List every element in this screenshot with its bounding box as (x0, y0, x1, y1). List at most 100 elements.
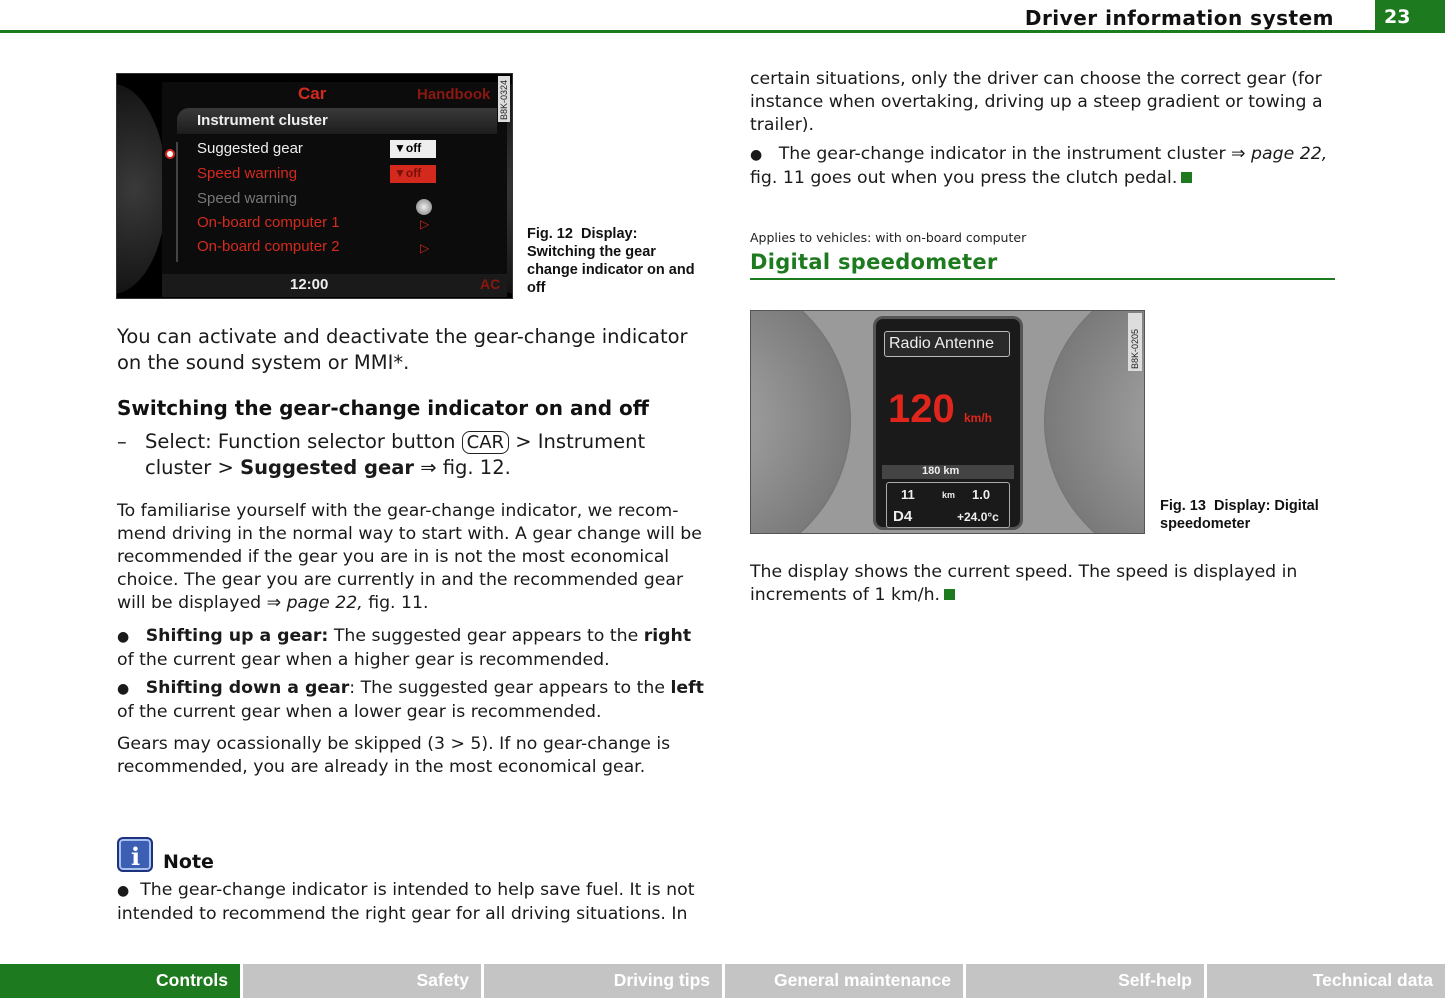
figure-12-caption: Fig. 12 Display: Switching the gear chan… (527, 225, 707, 297)
menu-status-bar: 12:00 AC (162, 274, 507, 297)
section-title-digital-speedometer: Digital speedometer (750, 250, 998, 274)
step-prefix: Select: Function selector button (145, 430, 456, 453)
step-ref: ⇒ fig. 12. (420, 456, 511, 479)
menu-item-suggested-gear: Suggested gear (197, 140, 303, 157)
intro-paragraph: You can activate and deactivate the gear… (117, 325, 688, 374)
figure-code-strip: B8K-0324 (498, 76, 510, 122)
footer-tab-self-help[interactable]: Self-help (966, 964, 1204, 998)
subheading-switching: Switching the gear-change indicator on a… (117, 396, 649, 420)
trip-unit: km (942, 490, 956, 500)
radio-station-label: Radio Antenne (884, 331, 1010, 357)
bullet-icon-2: ● (117, 681, 130, 697)
clutch-text-a: The gear-change indicator in the instrum… (778, 144, 1246, 164)
skip-paragraph: Gears may ocassionally be skipped (3 > 5… (117, 734, 671, 777)
menu-heading: Instrument cluster (197, 112, 328, 129)
arrow-right-icon: ▷ (420, 217, 430, 231)
gear-indicator: D4 (893, 508, 913, 525)
step-instruction: Select: Function selector button CAR > I… (145, 429, 685, 481)
toggle-suggested-gear: ▼off (390, 140, 436, 158)
right-continued-paragraph: certain situations, only the driver can … (750, 69, 1323, 135)
note-text: ● The gear-change indicator is intended … (117, 879, 707, 926)
bullet-shift-down: ● Shifting down a gear: The suggested ge… (117, 677, 707, 724)
odometer: 180 km (882, 465, 1014, 479)
b1-text-b: of the current gear when a higher gear i… (117, 650, 610, 670)
trip-value-a: 11 (901, 487, 915, 502)
figure-13-speedometer-photo: Radio Antenne 120 km/h 180 km 11 km 1.0 … (750, 310, 1145, 534)
footer-chapter-nav: Controls Safety Driving tips General mai… (0, 964, 1445, 998)
footer-tab-general-maintenance[interactable]: General maintenance (725, 964, 963, 998)
bullet-shift-up: ● Shifting up a gear: The suggested gear… (117, 625, 707, 672)
applies-to-note: Applies to vehicles: with on-board compu… (750, 230, 1027, 245)
bullet-clutch: ● The gear-change indicator in the instr… (750, 143, 1340, 190)
menu-selector-dot (165, 149, 175, 159)
car-key-button: CAR (461, 431, 510, 454)
speed-paragraph-text: The display shows the current speed. The… (750, 562, 1298, 605)
note-title: Note (163, 851, 214, 873)
end-mark-icon-2 (944, 589, 956, 600)
trip-info-box: 11 km 1.0 D4 +24.0°c (886, 482, 1010, 528)
menu-handbook-label: Handbook (417, 86, 491, 103)
b1-bold: Shifting up a gear: (145, 626, 329, 646)
figure-13-caption-text: Display: Digital speedometer (1160, 498, 1319, 532)
menu-rail (176, 142, 178, 262)
cluster-display: Radio Antenne 120 km/h 180 km 11 km 1.0 … (873, 316, 1023, 530)
clutch-page-ref: page 22, (1251, 144, 1328, 164)
info-icon-glyph: i (131, 842, 141, 871)
footer-tab-controls[interactable]: Controls (0, 964, 240, 998)
b2-bold: Shifting down a gear (145, 678, 350, 698)
figure-12-caption-text: Display: Switching the gear change indic… (527, 226, 695, 296)
page-number: 23 (1375, 0, 1445, 33)
menu-clock: 12:00 (290, 276, 329, 293)
menu-heading-bar: Instrument cluster (177, 108, 497, 134)
figure-code-strip-2: B8K-0205 (1128, 313, 1142, 371)
figure-12-label: Fig. 12 (527, 226, 573, 242)
bullet-icon-3: ● (117, 883, 130, 899)
header-rule (0, 30, 1445, 33)
b2-bold-left: left (670, 678, 704, 698)
step-mid: > Instrument cluster > (145, 430, 646, 479)
toggle-label-2: off (405, 166, 422, 180)
bullet-icon-4: ● (750, 147, 763, 163)
figure-13-code: B8K-0205 (1130, 328, 1140, 369)
footer-tab-technical-data[interactable]: Technical data (1207, 964, 1445, 998)
b2-text-b: of the current gear when a lower gear is… (117, 702, 602, 722)
para1-fig-ref: fig. 11. (368, 593, 429, 613)
para1-text: To familiarise yourself with the gear-ch… (117, 501, 702, 613)
footer-tab-safety[interactable]: Safety (243, 964, 481, 998)
toggle-speed-warning: ▼off (390, 165, 436, 183)
figure-13-caption: Fig. 13 Display: Digital speedometer (1160, 497, 1345, 533)
running-header-title: Driver information system (1024, 6, 1334, 30)
figure-12-code: B8K-0324 (499, 79, 509, 120)
b2-text-a: : The suggested gear appears to the (349, 678, 665, 698)
menu-item-onboard-computer-1: On-board computer 1 (197, 214, 340, 231)
menu-item-speed-warning-2: Speed warning (197, 190, 298, 207)
menu-ac-label: AC (480, 276, 501, 292)
footer-tab-driving-tips[interactable]: Driving tips (484, 964, 722, 998)
speed-paragraph: The display shows the current speed. The… (750, 561, 1340, 607)
end-mark-icon (1181, 172, 1193, 183)
arrow-right-icon-2: ▷ (420, 241, 430, 255)
menu-item-onboard-computer-2: On-board computer 2 (197, 238, 340, 255)
bezel-left (117, 84, 167, 294)
para1-page-ref: page 22, (286, 593, 363, 613)
dial-left (751, 311, 851, 533)
step-bold: Suggested gear (240, 456, 414, 479)
trip-value-b: 1.0 (972, 487, 991, 502)
figure-13-label: Fig. 13 (1160, 498, 1206, 514)
menu-car-title: Car (298, 84, 327, 103)
info-icon: i (117, 837, 153, 872)
bullet-icon: ● (117, 629, 130, 645)
speed-readout: 120 (888, 387, 955, 431)
outside-temperature: +24.0°c (957, 510, 999, 524)
menu-item-speed-warning-1: Speed warning (197, 165, 298, 182)
knob-icon (416, 199, 432, 215)
step-dash: – (117, 430, 127, 453)
b1-bold-right: right (643, 626, 692, 646)
clutch-text-b: fig. 11 goes out when you press the clut… (750, 168, 1178, 188)
b1-text-a: The suggested gear appears to the (333, 626, 639, 646)
familiarise-paragraph: To familiarise yourself with the gear-ch… (117, 500, 707, 615)
toggle-label: off (405, 141, 422, 155)
speed-unit: km/h (964, 411, 993, 425)
note-body: The gear-change indicator is intended to… (117, 880, 695, 924)
section-rule (750, 278, 1335, 280)
